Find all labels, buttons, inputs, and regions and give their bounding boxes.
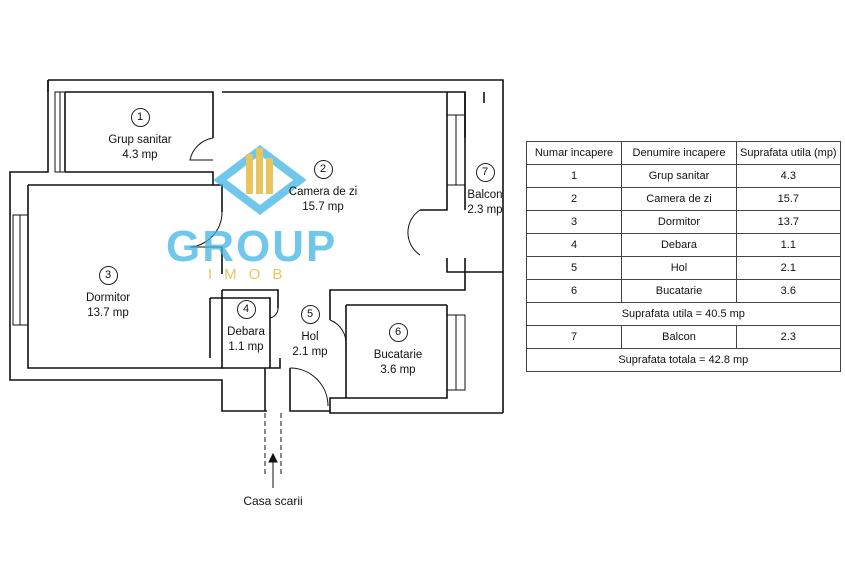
table-cell: 7 <box>526 325 622 349</box>
table-cell: Balcon <box>621 325 737 349</box>
room-number: 6 <box>388 323 408 342</box>
room-number: 2 <box>313 160 333 179</box>
table-cell: 3 <box>526 210 622 234</box>
stair-entry <box>264 413 282 475</box>
table-row: 1 Grup sanitar 4.3 <box>526 164 841 188</box>
table-total-row: Suprafata totala = 42.8 mp <box>526 348 841 372</box>
room-name: Balcon <box>467 189 503 201</box>
room-label-grup-sanitar: 1 Grup sanitar 4.3 mp <box>90 108 190 163</box>
table-cell: Camera de zi <box>621 187 737 211</box>
table-cell: Dormitor <box>621 210 737 234</box>
logo-word: GROUP <box>166 222 338 271</box>
table-header: Denumire incapere <box>621 141 737 165</box>
windows <box>12 91 466 391</box>
table-cell: 2.1 <box>736 256 841 280</box>
table-row: 7 Balcon 2.3 <box>526 325 841 349</box>
table-row: 5 Hol 2.1 <box>526 256 841 280</box>
room-area: 3.6 mp <box>380 364 416 376</box>
table-cell: 15.7 <box>736 187 841 211</box>
table-cell: 6 <box>526 279 622 303</box>
room-number: 4 <box>236 300 256 319</box>
room-area: 2.3 mp <box>467 204 503 216</box>
table-row: 2 Camera de zi 15.7 <box>526 187 841 211</box>
room-area: 13.7 mp <box>87 307 129 319</box>
room-name: Debara <box>227 326 265 338</box>
logo-subword: IMOB <box>208 266 295 283</box>
area-table: Numar incapere Denumire incapere Suprafa… <box>526 141 841 372</box>
table-cell: 4.3 <box>736 164 841 188</box>
table-cell: 1.1 <box>736 233 841 257</box>
room-label-hol: 5 Hol 2.1 mp <box>282 305 338 360</box>
table-cell: 2.3 <box>736 325 841 349</box>
table-header: Suprafata utila (mp) <box>736 141 841 165</box>
room-area: 4.3 mp <box>122 149 158 161</box>
table-cell: 13.7 <box>736 210 841 234</box>
table-row: 4 Debara 1.1 <box>526 233 841 257</box>
table-cell: 1 <box>526 164 622 188</box>
table-cell: Grup sanitar <box>621 164 737 188</box>
room-number: 5 <box>300 305 320 324</box>
room-label-bucatarie: 6 Bucatarie 3.6 mp <box>358 323 438 378</box>
table-cell: 5 <box>526 256 622 280</box>
room-label-dormitor: 3 Dormitor 13.7 mp <box>58 266 158 321</box>
total-cell: Suprafata totala = 42.8 mp <box>526 348 841 372</box>
room-area: 1.1 mp <box>228 341 264 353</box>
room-area: 15.7 mp <box>302 201 344 213</box>
table-row: 3 Dormitor 13.7 <box>526 210 841 234</box>
table-subtotal-row: Suprafata utila = 40.5 mp <box>526 302 841 326</box>
room-label-camera-de-zi: 2 Camera de zi 15.7 mp <box>268 160 378 215</box>
room-number: 3 <box>98 266 118 285</box>
room-label-debara: 4 Debara 1.1 mp <box>221 300 271 355</box>
table-cell: 3.6 <box>736 279 841 303</box>
room-number: 1 <box>130 108 150 127</box>
room-number: 7 <box>475 163 495 182</box>
table-cell: Bucatarie <box>621 279 737 303</box>
entry-arrow <box>268 452 278 488</box>
room-label-balcon: 7 Balcon 2.3 mp <box>460 163 510 218</box>
table-row: 6 Bucatarie 3.6 <box>526 279 841 303</box>
room-name: Camera de zi <box>288 186 358 198</box>
room-name: Bucatarie <box>373 349 423 361</box>
room-name: Dormitor <box>85 292 131 304</box>
table-cell: 2 <box>526 187 622 211</box>
room-area: 2.1 mp <box>292 346 328 358</box>
group-imob-logo: GROUP IMOB <box>160 140 360 290</box>
table-cell: Debara <box>621 233 737 257</box>
room-name: Grup sanitar <box>108 134 172 146</box>
table-header-row: Numar incapere Denumire incapere Suprafa… <box>526 141 841 165</box>
stair-label: Casa scarii <box>243 494 303 508</box>
room-name: Hol <box>301 331 319 343</box>
table-cell: 4 <box>526 233 622 257</box>
subtotal-cell: Suprafata utila = 40.5 mp <box>526 302 841 326</box>
table-header: Numar incapere <box>526 141 622 165</box>
door-swings <box>189 137 421 407</box>
logo-mark-icon <box>213 145 307 215</box>
table-cell: Hol <box>621 256 737 280</box>
